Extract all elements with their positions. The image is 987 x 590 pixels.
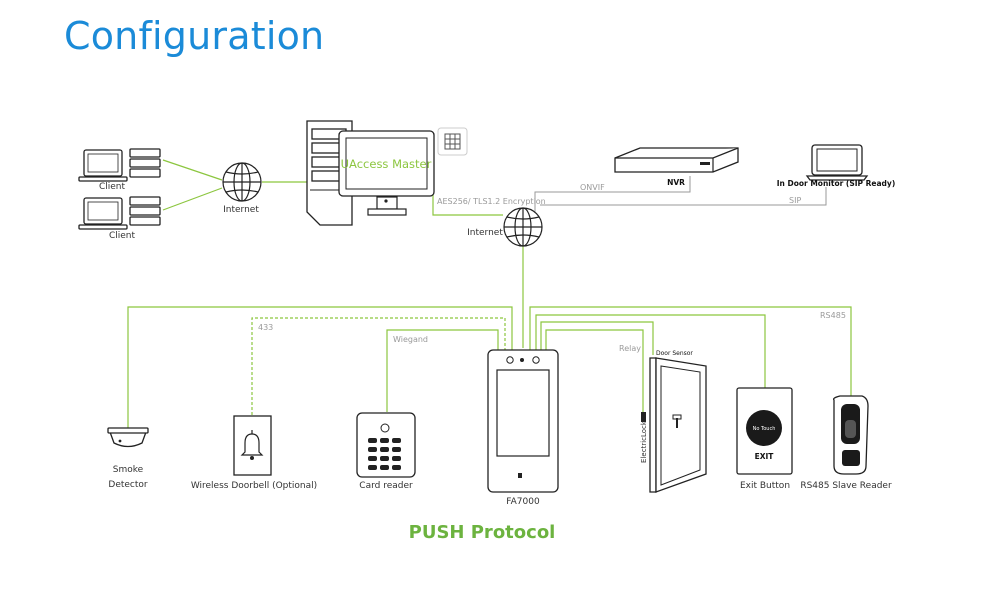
doorbell-link [251,317,506,415]
client2-link [162,187,223,211]
rs485-link [529,306,852,398]
doorbell-label: Wireless Doorbell (Optional) [191,481,317,491]
connection-lines [127,159,852,430]
doorbell-device [233,415,272,476]
onvif-label: ONVIF [580,183,605,192]
nvr-label: NVR [667,178,685,187]
exit-button-device [736,387,793,475]
card-reader-device [356,412,416,478]
smoke-link [127,306,513,430]
software-label: UAccess Master [341,157,432,171]
sip-label: SIP [789,196,801,205]
internet-left-label: Internet [223,205,259,215]
sip-link [540,187,827,206]
internet-globe-icon [503,207,543,247]
fa7000-device [487,349,559,493]
building-icon [437,127,468,156]
device-label: FA7000 [506,497,540,507]
door-sensor-label: Door Sensor [656,350,693,357]
client-2 [78,196,161,230]
client1-link [162,159,223,181]
client-2-label: Client [109,231,136,241]
onvif-link [534,176,691,215]
exit-text: EXIT [755,452,775,461]
monitor [338,130,435,216]
card-reader-label: Card reader [359,481,413,491]
rs485-line-label: RS485 [820,311,846,320]
relay-label: Relay [619,344,641,353]
nvr-device [614,147,739,173]
slave-reader-label: RS485 Slave Reader [800,481,892,491]
exit-link [535,314,766,388]
smoke-label-line2: Detector [108,480,148,490]
indoor-monitor-device [805,144,869,181]
client-1 [78,148,161,182]
relay-link [545,329,644,412]
door-device [641,357,707,493]
indoor-monitor-label: In Door Monitor (SIP Ready) [777,179,896,188]
internet-globe-icon [222,162,262,202]
door-sensor-link [540,321,654,355]
freq-433-label: 433 [258,323,273,332]
exit-button-label: Exit Button [740,481,790,491]
encryption-link [432,195,503,216]
slave-reader-device [832,395,869,475]
smoke-label-line1: Smoke [113,465,144,475]
page-title: Configuration [64,14,325,58]
internet-center-label: Internet [467,228,503,238]
smoke-detector-device [107,427,149,448]
electric-lock-label: ElectricLock [640,420,648,463]
push-protocol-label: PUSH Protocol [409,522,556,543]
encryption-label: AES256/ TLS1.2 Encryption [437,197,546,206]
client-1-label: Client [99,182,126,192]
wiegand-label: Wiegand [393,335,428,344]
wiegand-link [386,329,499,412]
no-touch-label: No Touch [753,426,776,432]
